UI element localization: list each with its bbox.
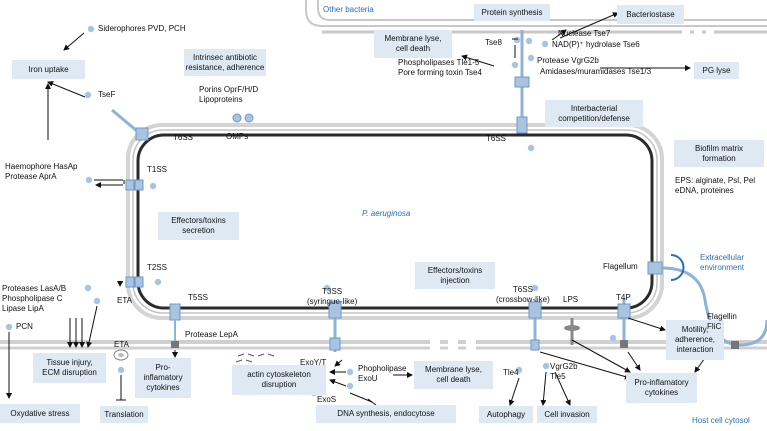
box-interbacterial: Interbacterial competition/defense xyxy=(545,100,643,127)
t6ss-left-apparatus xyxy=(111,108,149,141)
label-exos: ExoS xyxy=(317,395,337,404)
box-pg-lyse: PG lyse xyxy=(694,62,739,79)
box-pro-inflammatory-right: Pro-inflamatory cytokines xyxy=(626,373,697,403)
label-phospholipases: Phospholipases Tle1-5 Pore forming toxin… xyxy=(398,58,482,77)
label-tse8: Tse8 xyxy=(485,38,502,47)
host-cell-membrane xyxy=(0,340,767,350)
box-membrane-lyse-bottom: Membrane lyse, cell death xyxy=(414,361,493,389)
label-amidases: Amidases/muramidases Tse1/3 xyxy=(540,67,652,76)
inner-membrane xyxy=(136,133,654,310)
label-pcn: PCN xyxy=(16,322,33,331)
t6ss-top-apparatus xyxy=(514,30,530,134)
label-proteases-left: Proteases LasA/B Phospholipase C Lipase … xyxy=(2,284,67,313)
label-protease-lepa: Protease LepA xyxy=(185,330,238,339)
box-tissue-injury: Tissue injury, ECM disruption xyxy=(33,353,106,383)
region-extracellular: Extracellular environment xyxy=(700,253,745,272)
box-pro-inflammatory-left: Pro- inflamatory cytokines xyxy=(135,358,191,398)
periplasm-line xyxy=(132,129,658,314)
label-porins: Porins OprF/H/D Lipoproteins xyxy=(199,85,259,104)
box-dna-synthesis: DNA synthesis, endocytose xyxy=(316,405,456,423)
label-t4p: T4P xyxy=(616,293,631,302)
label-t2ss: T2SS xyxy=(147,263,168,272)
box-intrinsic-resistance: Intrinsec antibiotic resistance, adheren… xyxy=(184,49,266,76)
label-phospholipase-exou: Phopholipase ExoU xyxy=(358,364,407,383)
label-lps: LPS xyxy=(563,295,579,304)
t2ss-apparatus xyxy=(125,276,144,288)
label-nuclease: Nuclease Tse7 xyxy=(558,29,611,38)
box-effectors-secretion: Effectors/toxins secretion xyxy=(158,212,239,240)
box-effectors-injection: Effectors/toxins injection xyxy=(415,262,495,289)
label-tsef: TseF xyxy=(98,90,116,99)
label-eta-top: ETA xyxy=(117,296,132,305)
label-t5ss: T5SS xyxy=(188,293,209,302)
label-siderophores: Siderophores PVD, PCH xyxy=(98,24,186,33)
actin-filaments-icon xyxy=(235,353,275,363)
eta-receptor-icon xyxy=(113,349,129,361)
box-bacteriostase: Bacteriostase xyxy=(617,5,684,24)
organism-label: P. aeruginosa xyxy=(362,209,411,218)
box-oxydative-stress: Oxydative stress xyxy=(0,404,80,423)
region-host-cytosol: Host cell cytosol xyxy=(692,416,750,425)
outer-membrane xyxy=(126,123,664,320)
effector-dots xyxy=(5,25,723,397)
region-other-bacteria: Other bacteria xyxy=(323,5,374,14)
box-autophagy: Autophagy xyxy=(479,406,533,423)
label-flagellum: Flagellum xyxy=(603,262,638,271)
box-protein-synthesis: Protein synthesis xyxy=(474,4,550,21)
label-t6ss-bottom: T6SS (crossbow-like) xyxy=(496,285,550,304)
label-biofilm-detail: EPS: alginate, Psl, Pel eDNA, proteines xyxy=(675,176,756,195)
box-membrane-lyse-top: Membrane lyse, cell death xyxy=(374,30,452,58)
box-motility: Motility, adherence, interaction xyxy=(666,320,724,360)
label-t1ss: T1SS xyxy=(147,165,168,174)
label-nad-hydrolase: NAD(P)⁺ hydrolase Tse6 xyxy=(552,40,640,49)
box-actin-disruption: actin cytoskeleton disruption xyxy=(232,365,326,395)
other-bacteria-membrane xyxy=(305,0,767,27)
label-omps: OMPs xyxy=(226,132,249,141)
label-flagellin: Flagellin FliC xyxy=(707,312,737,331)
label-eta-bottom: ETA xyxy=(114,340,129,349)
label-t3ss: T3SS (syringue-like) xyxy=(307,287,358,306)
label-protease-vgrg2b: Protease VgrG2b xyxy=(537,56,599,65)
omps-porins xyxy=(232,113,254,123)
box-cell-invasion: Cell invasion xyxy=(537,406,597,423)
label-vgrg2b-tle5: VgrG2b Tle5 xyxy=(550,362,578,381)
box-biofilm: Biofilm matrix formation xyxy=(674,140,764,167)
label-tle4: Tle4 xyxy=(503,368,519,377)
box-iron-uptake: Iron uptake xyxy=(12,60,85,79)
label-t6ss-top: T6SS xyxy=(486,134,507,143)
t3ss-apparatus xyxy=(328,300,342,352)
label-t6ss-left: T6SS xyxy=(173,133,194,142)
box-translation: Translation xyxy=(100,406,148,423)
t1ss-apparatus xyxy=(125,179,144,191)
t4p-apparatus xyxy=(617,298,631,348)
t6ss-bottom-apparatus xyxy=(528,300,542,351)
label-haemophore: Haemophore HasAp Protease AprA xyxy=(5,162,78,181)
label-exoyt: ExoY/T xyxy=(300,358,327,367)
